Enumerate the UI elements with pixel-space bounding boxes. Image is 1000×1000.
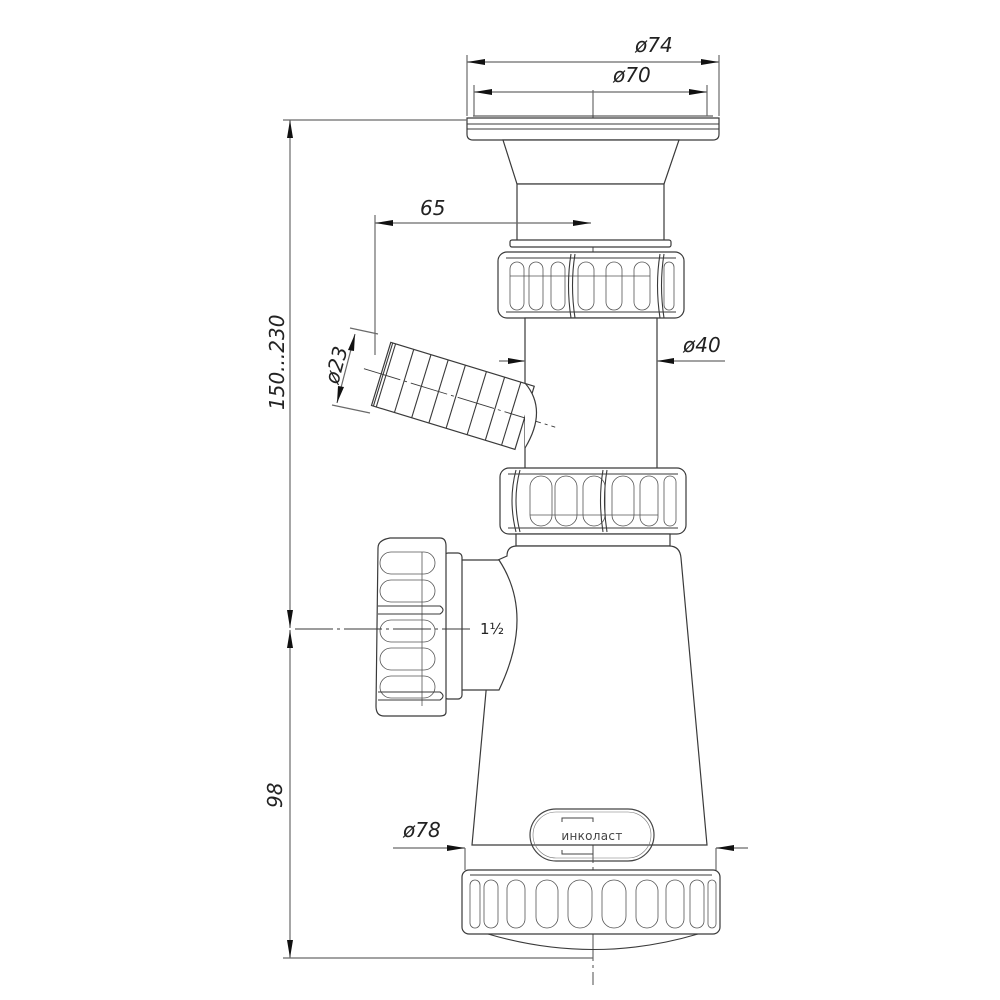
bottom-nut: [461, 869, 721, 950]
thread-label: 1½: [480, 620, 504, 638]
svg-text:150...230: 150...230: [265, 315, 289, 410]
dim-bottle-diameter: ø78: [393, 818, 748, 870]
side-hose-inlet: [363, 341, 556, 451]
dim-top-outer: ø74: [466, 33, 720, 116]
svg-text:ø40: ø40: [682, 333, 721, 357]
svg-text:ø70: ø70: [612, 63, 651, 87]
upper-pipe: [509, 183, 672, 248]
side-outlet: [375, 537, 518, 717]
dim-pipe-diameter: ø40: [499, 333, 725, 364]
top-flange: [466, 115, 720, 141]
svg-text:ø78: ø78: [402, 818, 441, 842]
brand-logo: инколаст: [529, 808, 655, 862]
dim-side-offset: 65: [374, 196, 591, 355]
upper-nut: [497, 251, 685, 319]
svg-text:98: 98: [263, 783, 287, 808]
dim-adjustable-height: 150...230: [265, 119, 467, 628]
bottle-body: [471, 545, 708, 846]
svg-text:65: 65: [420, 196, 445, 220]
flange-throat: [502, 139, 680, 185]
logo-text: инколаст: [561, 829, 622, 843]
lower-nut: [499, 467, 687, 547]
middle-pipe: [524, 317, 658, 471]
dim-bottom-height: 98: [263, 630, 593, 959]
svg-text:ø23: ø23: [319, 344, 352, 388]
svg-text:ø74: ø74: [634, 33, 673, 57]
dim-top-inner: ø70: [473, 63, 708, 116]
hose-junction: [524, 382, 537, 449]
